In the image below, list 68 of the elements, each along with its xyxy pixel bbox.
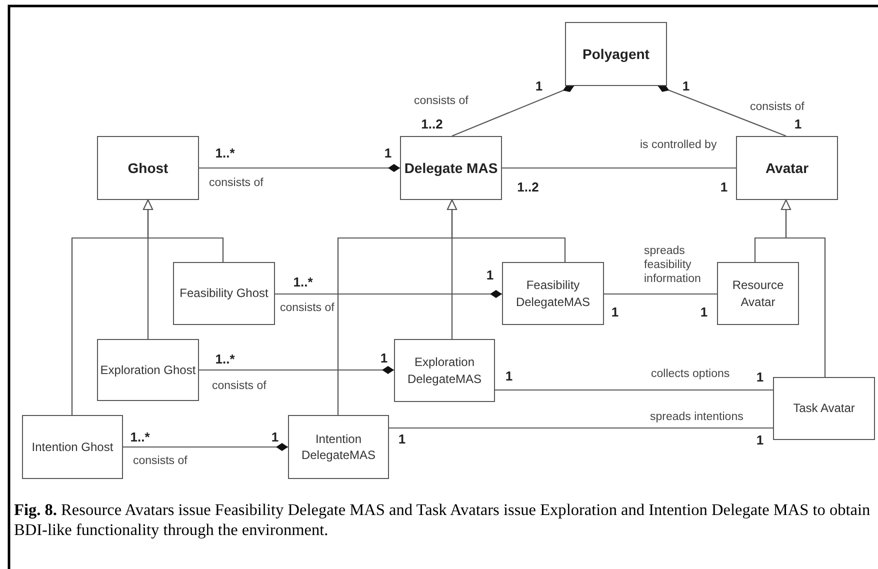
multiplicity: 1 (794, 116, 802, 132)
composition-line (658, 84, 786, 137)
multiplicity: 1..2 (517, 180, 539, 194)
class-box (736, 136, 838, 200)
class-name: Feasibility Ghost (180, 285, 268, 302)
multiplicity: 1..* (215, 146, 235, 160)
edge-label: consists of (750, 101, 804, 115)
multiplicity: 1 (611, 304, 619, 320)
multiplicity: 1 (271, 430, 279, 444)
class-name: Intention Ghost (32, 438, 114, 456)
class-box (773, 377, 875, 440)
class-name: Feasibility DelegateMAS (514, 277, 592, 310)
multiplicity: 1 (700, 304, 708, 320)
class-name: Intention DelegateMAS (300, 430, 377, 464)
multiplicity: 1 (398, 432, 406, 446)
edge-label: collects options (651, 368, 730, 382)
class-box (502, 262, 604, 325)
class-name: Avatar (765, 158, 809, 178)
multiplicity: 1 (505, 368, 513, 384)
class-name: Exploration DelegateMAS (406, 354, 483, 387)
class-box (97, 136, 199, 200)
multiplicity: 1 (682, 78, 690, 94)
class-name: Exploration Ghost (100, 362, 196, 378)
edge-label: spreads feasibility information (644, 245, 702, 286)
multiplicity: 1 (380, 350, 388, 366)
multiplicity: 1 (384, 146, 392, 160)
class-name: Resource Avatar (731, 277, 785, 310)
multiplicity: 1 (720, 180, 728, 194)
multiplicity: 1..* (293, 274, 313, 290)
composition-line (275, 290, 502, 298)
multiplicity: 1 (535, 78, 543, 94)
composition-line (199, 164, 400, 172)
edge-label: consists of (209, 177, 264, 191)
association-line (389, 427, 773, 429)
composition-line (199, 366, 394, 374)
composition-line (452, 84, 574, 136)
class-box (400, 136, 502, 200)
class-box (717, 262, 799, 325)
class-box (394, 339, 495, 402)
edge-label: consists of (414, 95, 468, 109)
class-name: Task Avatar (793, 400, 855, 417)
edge-label: is controlled by (640, 139, 717, 153)
class-box (97, 339, 199, 401)
class-name: Delegate MAS (404, 158, 498, 178)
class-box (565, 22, 667, 86)
composition-line (123, 443, 288, 451)
edge-label: consists of (280, 302, 334, 316)
figure-caption: Fig. 8. Resource Avatars issue Feasibility Delegate MAS and Task Avatars issue Exploration and Intention Delegate MAS to obtain BDI-like functionality through the environment. (14, 500, 872, 540)
generalization-arrow (781, 200, 826, 377)
edge-label: consists of (212, 380, 266, 394)
association-line (495, 389, 773, 391)
multiplicity: 1..* (130, 430, 150, 444)
class-name: Ghost (128, 158, 168, 178)
edge-label: spreads intentions (650, 411, 744, 425)
class-name: Polyagent (582, 44, 650, 64)
multiplicity: 1..* (215, 352, 235, 366)
generalization-arrow (71, 200, 153, 415)
multiplicity: 1 (756, 370, 764, 384)
association-line (604, 293, 717, 295)
multiplicity: 1..2 (421, 116, 443, 132)
class-box (288, 415, 389, 479)
association-line (502, 167, 736, 169)
edge-label: consists of (133, 455, 188, 469)
class-box (173, 262, 275, 325)
multiplicity: 1 (756, 432, 764, 448)
multiplicity: 1 (486, 268, 494, 282)
class-box (22, 415, 123, 479)
generalization-arrow (337, 200, 457, 415)
